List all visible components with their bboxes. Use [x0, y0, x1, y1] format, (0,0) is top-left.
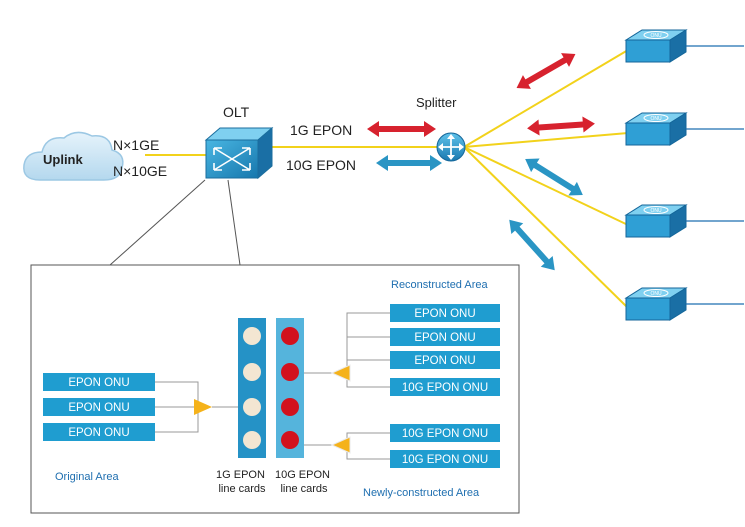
reconstructed-area-label: Reconstructed Area — [391, 279, 488, 291]
epon-10g-label: 10G EPON — [286, 157, 356, 173]
onu-device-text: ONU — [650, 291, 662, 297]
new-onu-box: 10G EPON ONU — [390, 450, 500, 468]
reconstructed-onu-box-label: 10G EPON ONU — [402, 382, 488, 394]
blue-double-arrow-icon — [525, 158, 583, 196]
red-double-arrow-icon — [516, 53, 576, 89]
onu-device-text: ONU — [650, 208, 662, 214]
onu-device-text: ONU — [650, 116, 662, 122]
reconstructed-onu-box: 10G EPON ONU — [390, 378, 500, 396]
card-10g-label: 10G EPON line cards — [275, 469, 333, 495]
onu-device-icon: ONU — [624, 29, 744, 63]
onu-device-icon: ONU — [624, 287, 744, 321]
blue-double-arrow-icon — [376, 155, 442, 171]
link-10ge-label: N×10GE — [113, 163, 167, 179]
triangle-pointer-icon — [330, 436, 351, 454]
splitter-label: Splitter — [416, 95, 457, 110]
callout-lines — [109, 179, 241, 266]
new-onu-box-label: 10G EPON ONU — [402, 454, 488, 466]
olt-label: OLT — [223, 104, 250, 120]
card-1g-label-line2: line cards — [218, 483, 266, 495]
port-1g — [243, 398, 261, 416]
reconstructed-onu-box: EPON ONU — [390, 304, 500, 322]
fiber-lines — [145, 49, 629, 309]
triangle-pointer-icon — [194, 399, 212, 415]
link-1ge-label: N×1GE — [113, 137, 159, 153]
port-10g — [281, 363, 299, 381]
newly-constructed-area-label: Newly-constructed Area — [363, 487, 480, 499]
original-area-label: Original Area — [55, 471, 119, 483]
port-1g — [243, 327, 261, 345]
onu-device-text: ONU — [650, 33, 662, 39]
onu-device-icon: ONU — [624, 112, 744, 146]
new-onu-box: 10G EPON ONU — [390, 424, 500, 442]
line-card-ports — [243, 327, 299, 449]
uplink-label: Uplink — [43, 152, 83, 167]
triangle-pointer-icon — [330, 364, 351, 382]
original-onu-box-label: EPON ONU — [68, 427, 129, 439]
card-10g-label-line2: line cards — [280, 483, 328, 495]
splitter-icon — [436, 132, 466, 162]
port-10g — [281, 431, 299, 449]
new-onu-box-label: 10G EPON ONU — [402, 428, 488, 440]
card-1g-label-line1: 1G EPON — [216, 469, 265, 481]
red-double-arrow-icon — [367, 121, 436, 137]
blue-double-arrow-icon — [509, 219, 555, 271]
original-onu-box-label: EPON ONU — [68, 402, 129, 414]
port-10g — [281, 327, 299, 345]
original-onu-box: EPON ONU — [43, 373, 155, 391]
uplink-cloud-icon — [23, 131, 124, 181]
olt-device-icon — [204, 126, 274, 180]
reconstructed-onu-box: EPON ONU — [390, 328, 500, 346]
port-10g — [281, 398, 299, 416]
original-onu-box-label: EPON ONU — [68, 377, 129, 389]
epon-1g-label: 1G EPON — [290, 122, 352, 138]
red-double-arrow-icon — [527, 116, 595, 136]
original-onu-box: EPON ONU — [43, 423, 155, 441]
onu-boxes: EPON ONU EPON ONU EPON ONU EPON ONU EPON ONU… — [43, 304, 500, 468]
reconstructed-onu-box: EPON ONU — [390, 351, 500, 369]
original-onu-box: EPON ONU — [43, 398, 155, 416]
reconstructed-onu-box-label: EPON ONU — [414, 332, 475, 344]
card-1g-label: 1G EPON line cards — [216, 469, 268, 495]
port-1g — [243, 363, 261, 381]
card-10g-label-line1: 10G EPON — [275, 469, 330, 481]
onu-device-icon: ONU — [624, 204, 744, 238]
onu-devices: ONU ONU ONU ONU — [624, 29, 744, 321]
reconstructed-onu-box-label: EPON ONU — [414, 355, 475, 367]
reconstructed-onu-box-label: EPON ONU — [414, 308, 475, 320]
port-1g — [243, 431, 261, 449]
